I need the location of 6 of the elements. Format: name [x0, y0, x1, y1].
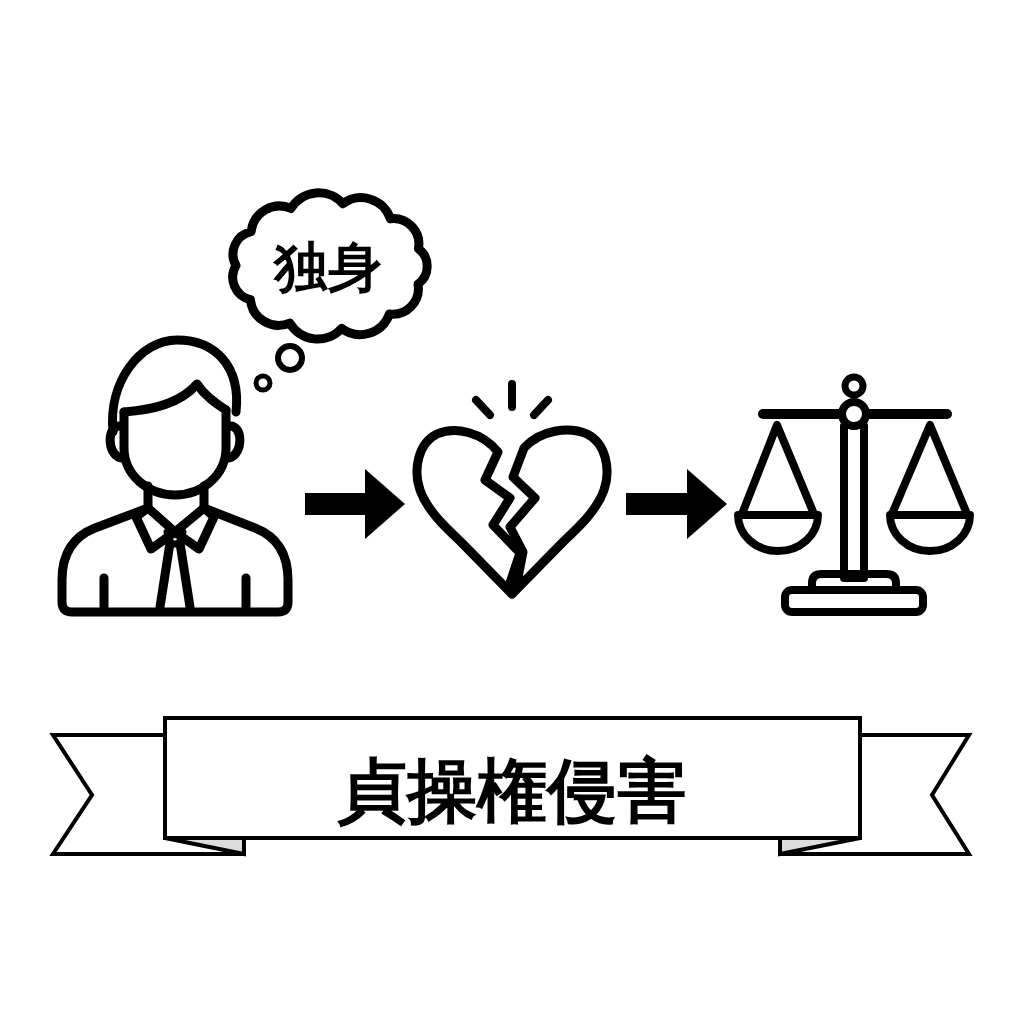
broken-heart-icon: [411, 378, 614, 600]
arrow: [305, 469, 405, 539]
person-icon: [57, 335, 293, 617]
arrow: [626, 469, 727, 539]
banner-title: 貞操権侵害: [337, 756, 687, 826]
thought-text: 独身: [274, 241, 382, 295]
